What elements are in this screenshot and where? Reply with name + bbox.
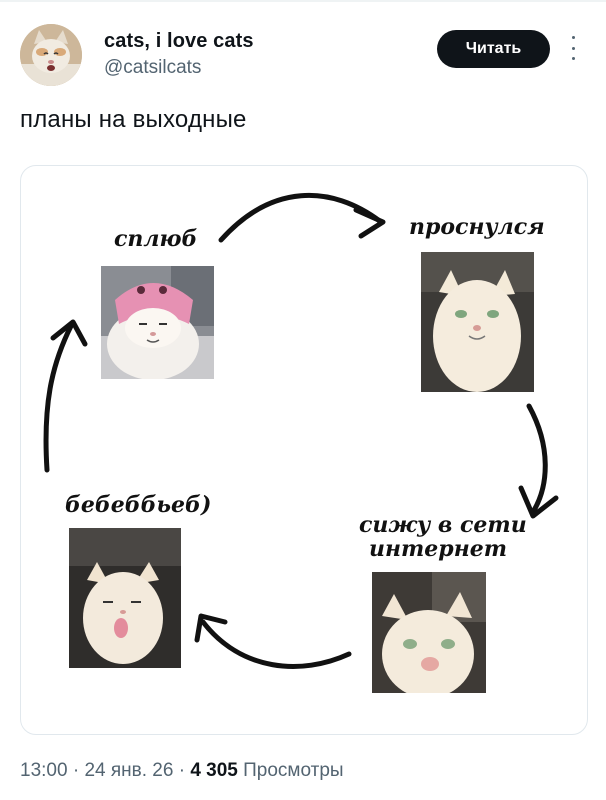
author-handle[interactable]: @catsilcats [104, 57, 202, 78]
more-vertical-icon[interactable] [566, 36, 580, 60]
cat-avatar-icon[interactable] [20, 24, 82, 86]
author-display-name[interactable]: cats, i love cats [104, 30, 254, 52]
caption-internet-line1: сижу в сети [359, 512, 527, 538]
tweet-date[interactable]: 24 янв. 26 [84, 760, 174, 781]
tweet-text: планы на выходные [20, 106, 247, 133]
cycle-arrows [43, 192, 559, 669]
caption-internet-line2: интернет [369, 536, 508, 562]
top-divider [0, 0, 606, 2]
cat-photo-sleeping [101, 266, 214, 379]
caption-babble: бебеббьеб) [65, 492, 212, 518]
cat-photo-awake [421, 252, 534, 392]
separator: · [178, 760, 186, 781]
cat-photo-internet [372, 572, 486, 693]
follow-button[interactable]: Читать [437, 30, 550, 68]
separator: · [72, 760, 80, 781]
tweet-time[interactable]: 13:00 [20, 760, 68, 781]
tweet-media-image[interactable]: сплюб проснулся сижу в сети интернет беб… [20, 165, 588, 735]
views-label: Просмотры [243, 760, 344, 781]
views-count: 4 305 [190, 760, 238, 781]
caption-sleep: сплюб [114, 226, 198, 252]
tweet-metadata: 13:00 · 24 янв. 26 · 4 305 Просмотры [20, 760, 344, 782]
cat-photo-babble [69, 528, 181, 668]
caption-woke: проснулся [409, 214, 545, 240]
